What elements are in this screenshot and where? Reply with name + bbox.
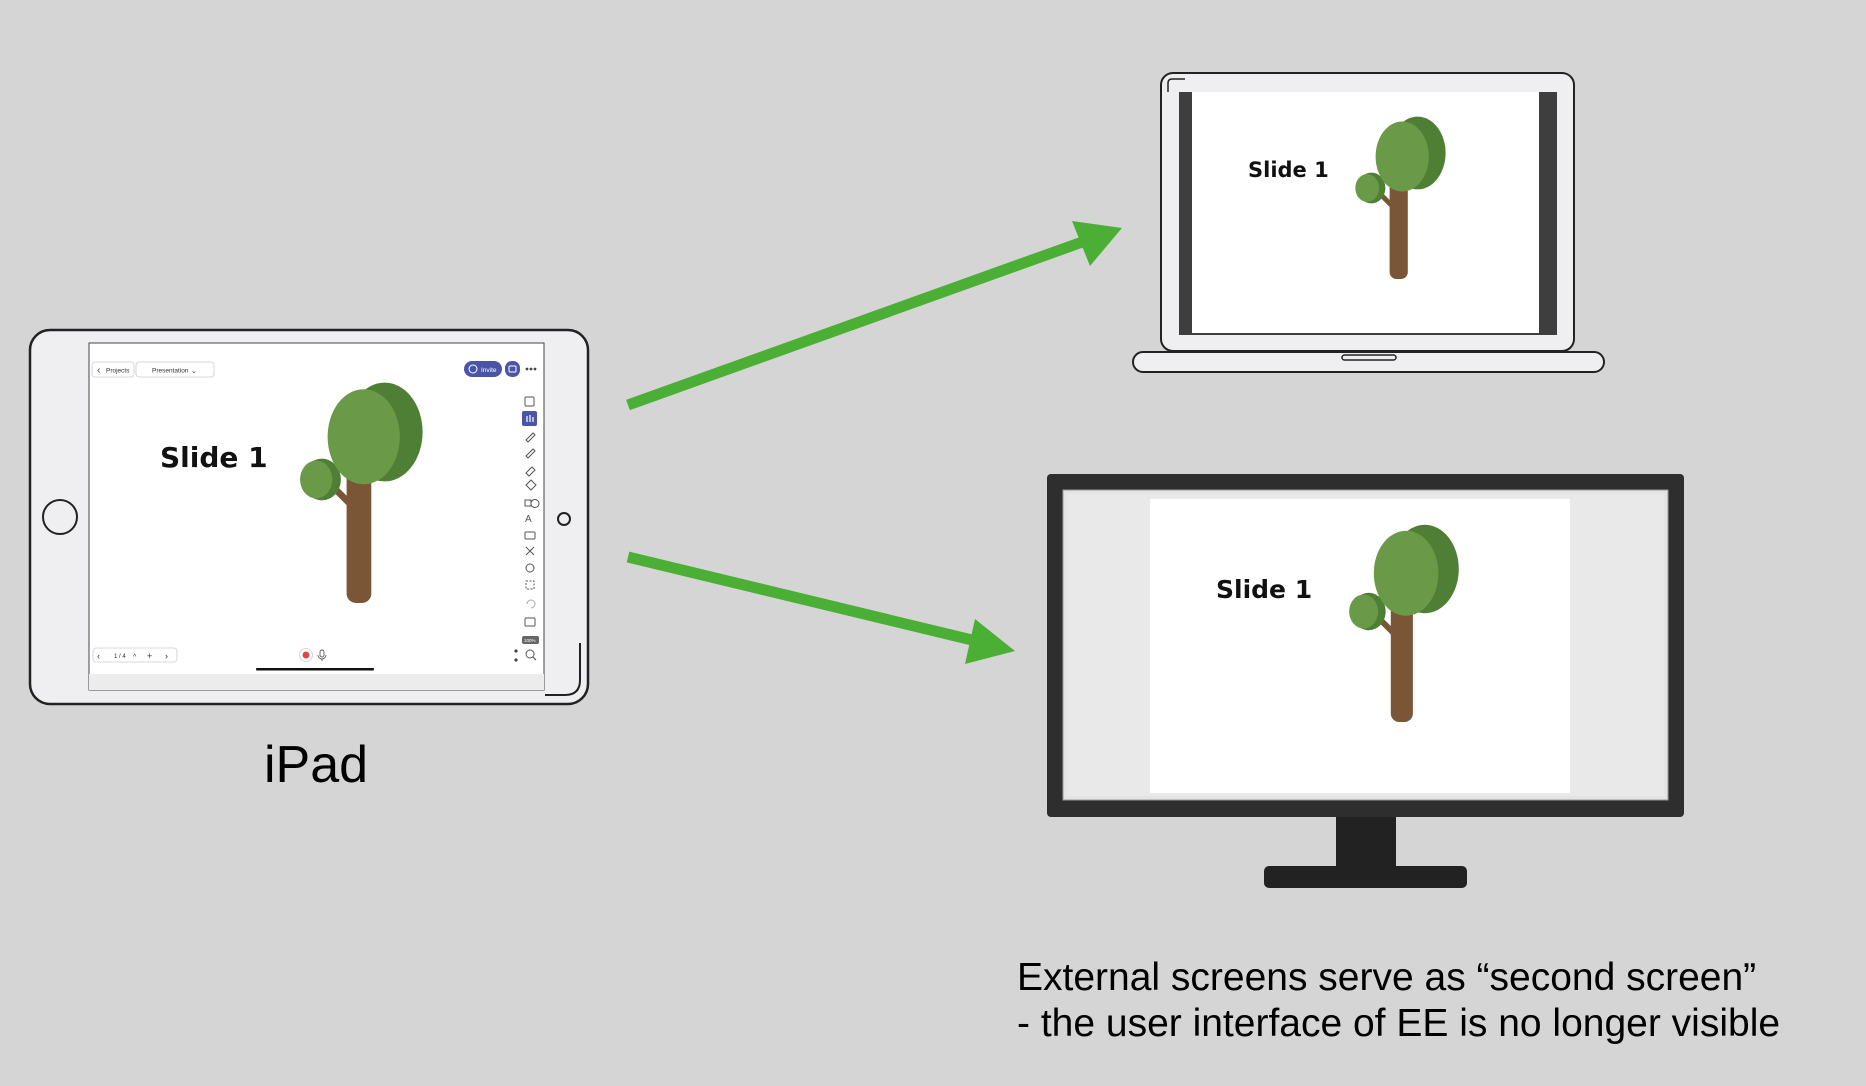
hand-glyph <box>526 415 534 422</box>
slide-panel-icon[interactable] <box>524 617 536 627</box>
monitor-base <box>1264 866 1467 888</box>
caption-line-1: External screens serve as “second screen… <box>1017 956 1757 999</box>
page-indicator: 1 / 4 <box>114 654 126 660</box>
user-icon <box>468 364 478 374</box>
mode-label: Presentation <box>152 368 189 375</box>
zoom-badge-bg <box>522 636 539 644</box>
ipad-tool-column: A 100% <box>522 396 540 644</box>
share-button[interactable] <box>505 361 520 377</box>
zoom-icon[interactable] <box>525 649 537 661</box>
laptop-slide-title: Slide 1 <box>1248 158 1329 182</box>
invite-button[interactable]: Invite <box>464 361 502 377</box>
monitor-slide-title: Slide 1 <box>1216 575 1312 604</box>
arrow-to-laptop <box>626 221 1122 411</box>
chevron-left-icon: ‹ <box>97 365 100 376</box>
arrow-to-monitor <box>626 551 1015 664</box>
text-tool-icon[interactable]: A <box>525 514 532 525</box>
sticky-note-tool-icon[interactable] <box>524 531 536 540</box>
monitor-screen <box>1150 499 1570 793</box>
pencil-tool-icon[interactable] <box>525 448 536 459</box>
caption: External screens serve as “second screen… <box>1017 955 1780 1047</box>
microphone-icon[interactable] <box>317 649 327 661</box>
back-button[interactable]: ‹ Projects <box>91 361 135 378</box>
next-slide-icon[interactable]: › <box>165 651 168 661</box>
close-tool-icon[interactable] <box>525 546 535 556</box>
record-icon <box>302 651 310 659</box>
ipad-screen: ‹ Projects Presentation ⌄ Invite <box>88 342 545 691</box>
home-indicator <box>256 668 374 671</box>
laptop-notch <box>1341 354 1397 361</box>
ipad-slide-title: Slide 1 <box>160 441 268 474</box>
shapes-tool-icon[interactable] <box>524 499 540 508</box>
ipad-top-toolbar: ‹ Projects Presentation ⌄ Invite <box>91 361 537 378</box>
zoom-badge: 100% <box>524 638 536 643</box>
back-label: Projects <box>106 368 130 375</box>
select-tool-icon[interactable] <box>524 396 535 407</box>
add-slide-icon[interactable]: + <box>147 651 152 661</box>
laptop-corner-mark <box>1167 78 1185 92</box>
monitor-neck <box>1336 817 1396 867</box>
frame-tool-icon[interactable] <box>525 580 535 590</box>
ipad-bottom-bar: ‹ 1 / 4 ^ + › <box>92 647 537 671</box>
record-button[interactable] <box>299 648 313 662</box>
settings-dots-icon[interactable] <box>514 649 518 662</box>
ipad-label: iPad <box>264 736 369 794</box>
prev-slide-icon[interactable]: ‹ <box>97 651 100 661</box>
share-icon <box>508 365 517 373</box>
more-options-icon[interactable] <box>525 367 537 371</box>
laptop-screen <box>1192 92 1539 333</box>
caption-line-2: - the user interface of EE is no longer … <box>1017 1002 1781 1045</box>
chevron-down-icon: ⌄ <box>191 368 197 375</box>
laser-tool-icon[interactable] <box>525 563 535 573</box>
undo-icon[interactable] <box>526 599 536 609</box>
home-button[interactable] <box>42 499 78 535</box>
ipad-device: ‹ Projects Presentation ⌄ Invite <box>28 328 590 706</box>
monitor-device: Slide 1 <box>1047 474 1684 888</box>
highlighter-tool-icon[interactable] <box>525 466 536 477</box>
chevron-up-icon[interactable]: ^ <box>133 654 137 661</box>
invite-label: Invite <box>481 367 497 374</box>
fill-tool-icon[interactable] <box>525 479 537 491</box>
laptop-device: Slide 1 <box>1132 72 1605 373</box>
front-camera <box>557 512 571 526</box>
stylus-stroke <box>545 643 581 696</box>
pen-tool-icon[interactable] <box>525 432 536 443</box>
mode-dropdown[interactable]: Presentation ⌄ <box>135 361 215 378</box>
